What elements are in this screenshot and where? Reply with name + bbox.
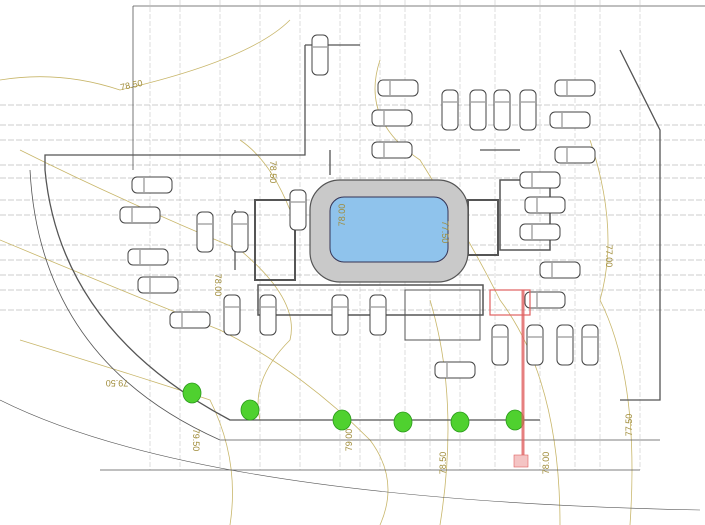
car <box>581 324 599 366</box>
contour-label: 78.00 <box>541 452 551 475</box>
car <box>491 324 509 366</box>
car <box>377 79 419 97</box>
car <box>289 189 307 231</box>
tree-icon <box>450 411 470 433</box>
car <box>137 276 179 294</box>
car <box>127 248 169 266</box>
contour-label: 78.50 <box>268 161 278 184</box>
contour-label: 77.00 <box>604 245 614 268</box>
contour-labels: 78.50 78.50 78.00 78.00 77.50 77.00 79.50 79.50… <box>106 78 634 474</box>
car <box>519 171 561 189</box>
car <box>441 89 459 131</box>
car <box>526 324 544 366</box>
contour-lines <box>0 19 633 525</box>
car <box>519 89 537 131</box>
tree-icon <box>240 399 260 421</box>
contour-label: 79.00 <box>344 429 354 452</box>
car <box>549 111 591 129</box>
car <box>196 211 214 253</box>
contour-label: 78.50 <box>438 452 448 475</box>
tree-icon <box>393 411 413 433</box>
car <box>519 223 561 241</box>
utility-line <box>489 289 531 468</box>
car <box>169 311 211 329</box>
car <box>131 176 173 194</box>
contour-label: 77.50 <box>624 414 634 437</box>
car <box>369 294 387 336</box>
car <box>434 361 476 379</box>
contour-line <box>19 339 233 525</box>
car <box>554 146 596 164</box>
trees <box>182 382 525 433</box>
contour-line <box>0 19 291 91</box>
contour-label: 78.00 <box>213 274 223 297</box>
building-outline <box>0 5 705 511</box>
parking-cars <box>119 34 599 379</box>
car <box>371 109 413 127</box>
contour-line <box>589 139 633 525</box>
car <box>331 294 349 336</box>
tree-icon <box>505 409 525 431</box>
car <box>231 211 249 253</box>
car <box>524 196 566 214</box>
car <box>556 324 574 366</box>
car <box>554 79 596 97</box>
car <box>223 294 241 336</box>
car <box>539 261 581 279</box>
contour-line <box>19 149 292 421</box>
pool <box>309 179 469 283</box>
car <box>493 89 511 131</box>
car <box>259 294 277 336</box>
tree-icon <box>332 409 352 431</box>
contour-label: 78.50 <box>119 78 143 92</box>
contour-label: 77.50 <box>440 221 450 244</box>
contour-label: 79.50 <box>191 429 201 452</box>
tree-icon <box>182 382 202 404</box>
contour-line <box>429 299 449 525</box>
car <box>119 206 161 224</box>
car <box>371 141 413 159</box>
car <box>469 89 487 131</box>
car <box>311 34 329 76</box>
contour-label: 79.50 <box>106 378 129 388</box>
contour-label: 78.00 <box>337 204 347 227</box>
contour-line <box>0 239 389 525</box>
car <box>524 291 566 309</box>
